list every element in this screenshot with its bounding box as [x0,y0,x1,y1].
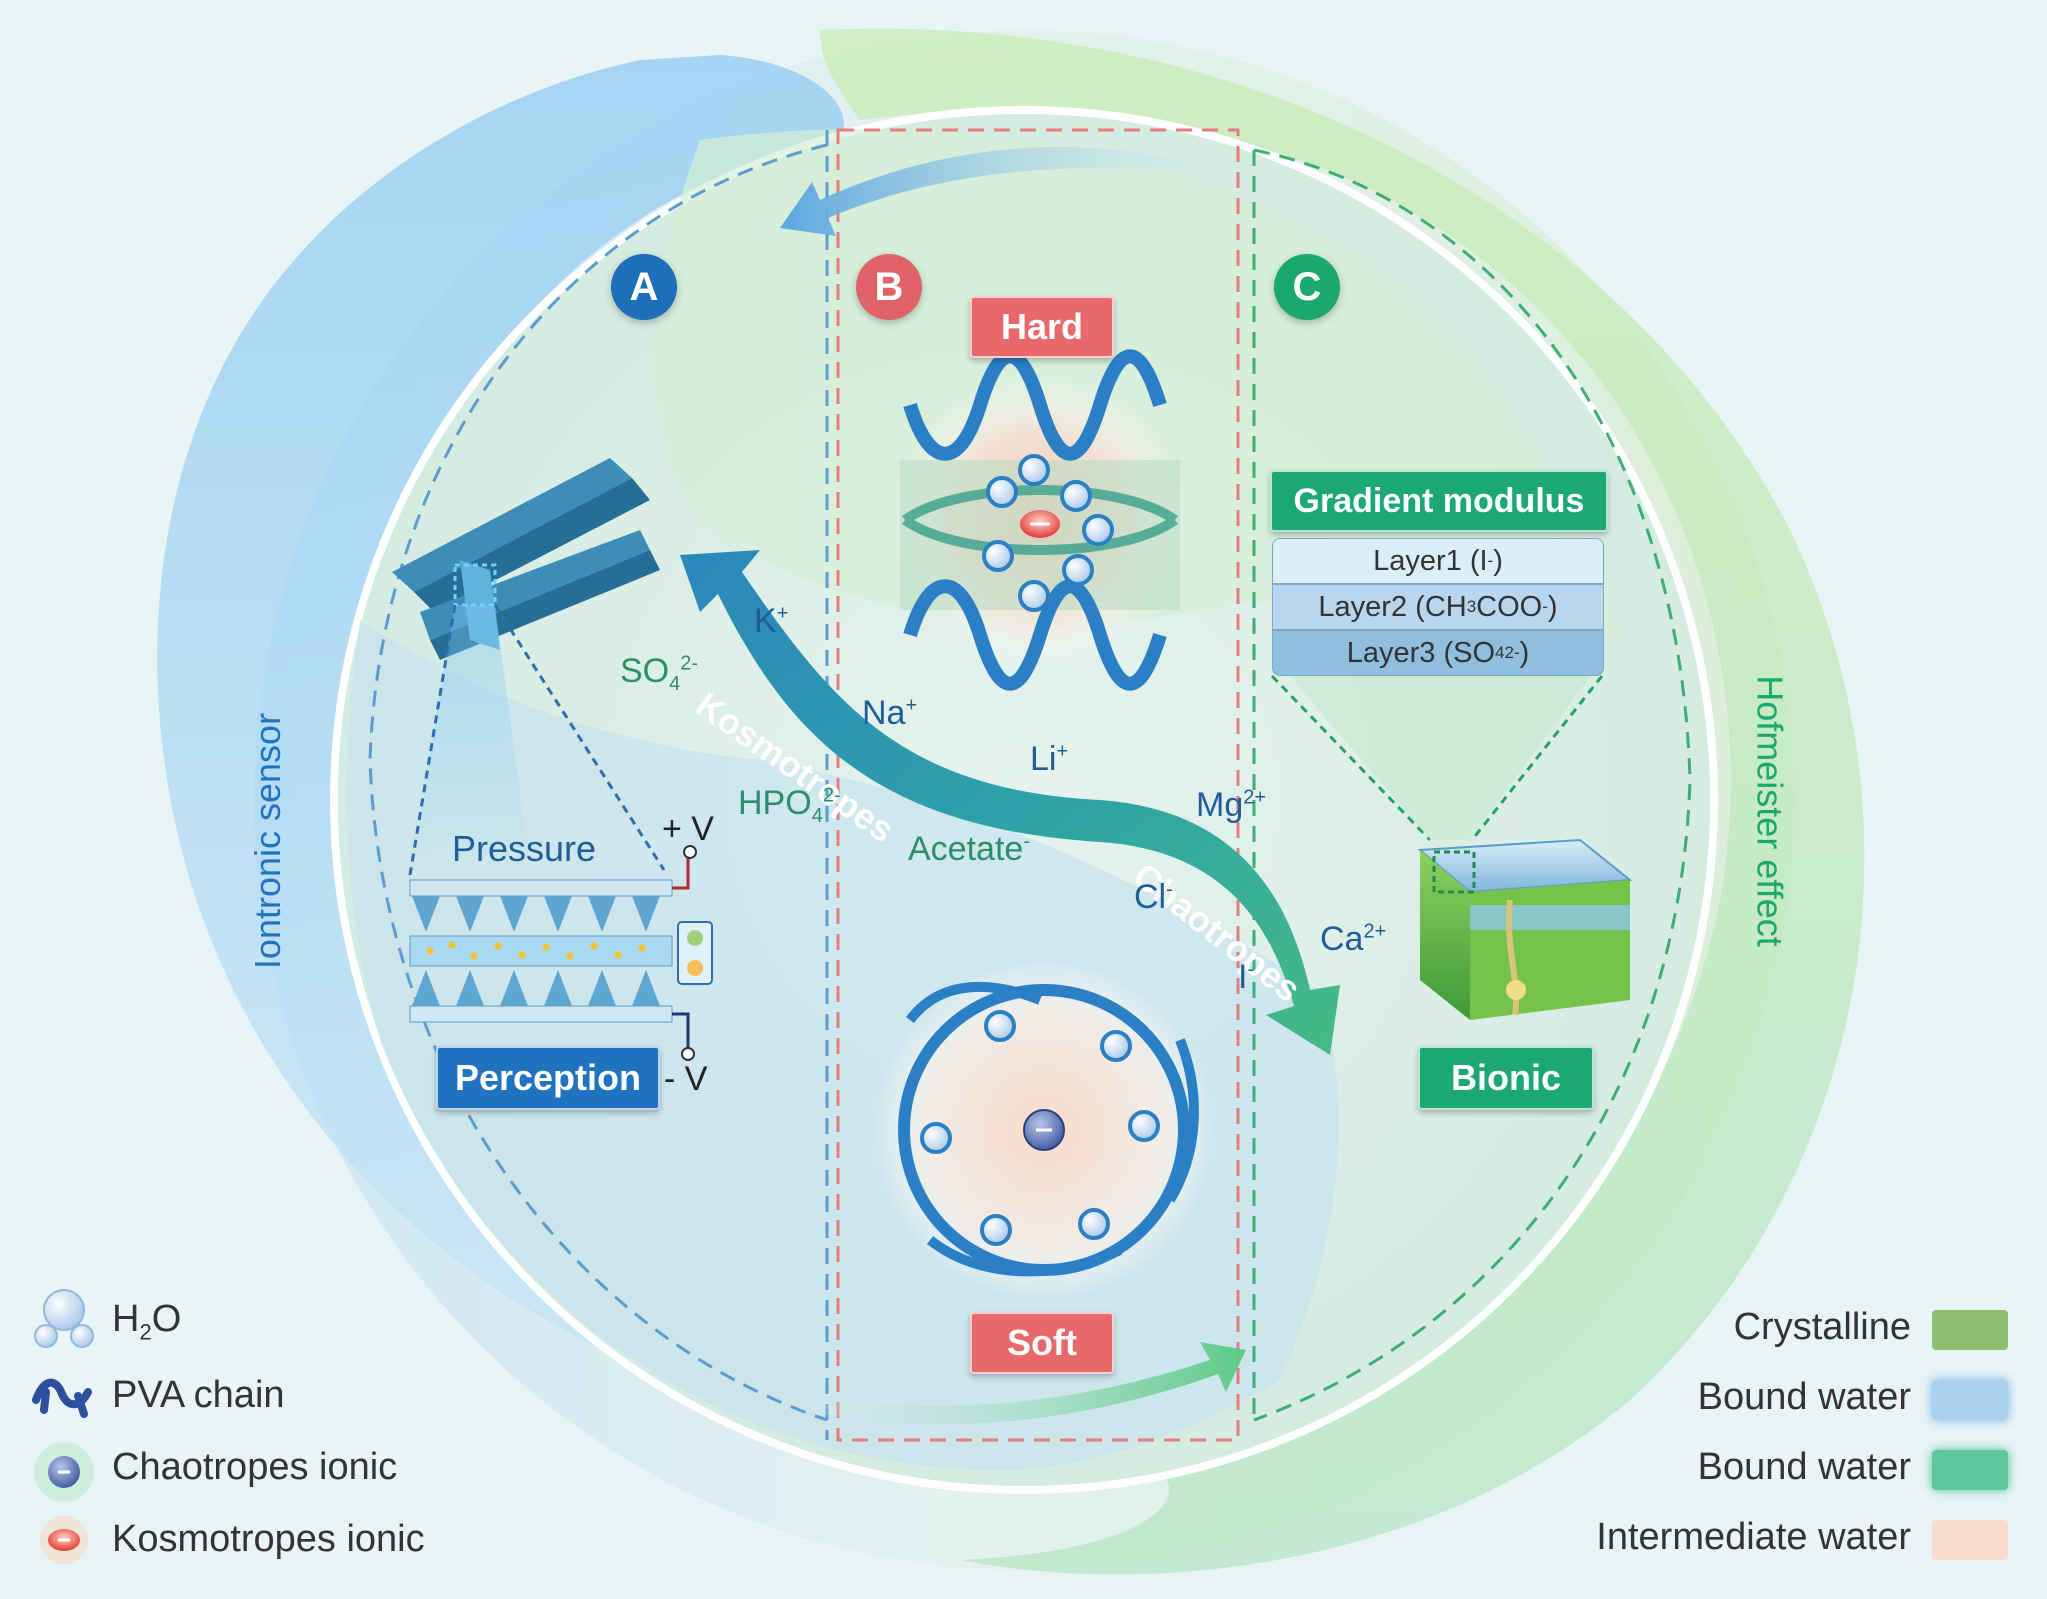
hofmeister-arrow [680,550,1340,1055]
column-c-arc [1253,148,1692,1422]
legend-h2o-pre: H [112,1298,140,1340]
ion-so4-sub: 4 [669,672,681,695]
sensor-cross-section [409,845,713,1061]
legend-chaotropes-ionic: Chaotropes ionic [112,1446,398,1488]
layer-2-ion-sub: 3 [1466,597,1477,616]
minus-v-label: - V [664,1060,708,1098]
white-ring [330,106,1718,1494]
ion-na-sup: + [905,694,918,717]
ion-so4-sup: 2- [680,652,699,675]
ion-acetate-base: Acetate [908,830,1024,868]
layer-1-ion: I [1479,544,1488,577]
legend-bound-water-blue: Bound water [1697,1376,1911,1418]
hard-tag: Hard [970,296,1114,358]
legend-crystalline-swatch [1932,1310,2008,1350]
layer-1-name: Layer1 [1373,544,1462,577]
legend-pva-chain: PVA chain [112,1374,285,1416]
ion-ca-base: Ca [1320,920,1364,958]
legend-kosmotropes-ionic: Kosmotropes ionic [112,1518,425,1560]
ion-hpo4-sub: 4 [811,804,823,827]
legend-bound-water-green-swatch [1932,1450,2008,1490]
hofmeister-effect-label: Hofmeister effect [1749,675,1791,947]
legend-h2o: H2O [112,1298,181,1346]
ion-ca: Ca2+ [1320,920,1386,959]
ion-mg-sup: 2+ [1243,786,1267,809]
ion-k-sup: + [776,602,789,625]
bound-water-band [157,55,844,1390]
legend-intermediate-water: Intermediate water [1596,1516,1911,1558]
legend-h2o-sub: 2 [139,1319,152,1345]
plus-v-label: + V [662,810,714,848]
ion-k-base: K [754,602,777,640]
ion-li-sup: + [1056,740,1069,763]
kosmotrope-ion-icon [40,1516,88,1564]
ion-ca-sup: 2+ [1363,920,1387,943]
layer-2-name: Layer2 [1318,590,1408,623]
ion-li-base: Li [1030,740,1057,778]
ion-hpo4: HPO42- [738,784,841,828]
h2o-icon [34,1289,94,1348]
ion-i: I- [1238,958,1254,997]
ion-hpo4-sup: 2- [822,784,841,807]
ion-mg-base: Mg [1196,786,1244,824]
layer-2-ion-post: COO [1476,590,1543,623]
chaotrope-ion-icon [34,1442,94,1502]
layer-1: Layer1 (I-) [1272,538,1604,584]
soft-network-icon [874,960,1214,1300]
bottom-arrow [800,1342,1246,1425]
ion-k: K+ [754,602,788,641]
hard-network-icon [890,349,1190,691]
ion-na: Na+ [862,694,917,733]
ion-i-sup: - [1247,958,1255,981]
bionic-tag: Bionic [1418,1046,1594,1110]
layer-2-charge: - [1542,597,1548,616]
legend-bound-water-blue-swatch [1932,1380,2008,1420]
zoom-line-right [493,604,666,871]
section-b-badge: B [856,254,922,320]
layer-1-charge: - [1487,551,1494,570]
ion-na-base: Na [862,694,906,732]
layer-3-ion-sub: 4 [1495,643,1505,662]
ion-li: Li+ [1030,740,1068,779]
ion-cl-sup: - [1166,878,1173,901]
skin-block-icon [1270,674,1633,1020]
ion-mg: Mg2+ [1196,786,1266,825]
ion-so4: SO42- [620,652,698,696]
ion-cl-base: Cl [1134,878,1167,916]
soft-tag: Soft [970,1312,1114,1374]
ion-so4-base: SO [620,652,670,690]
section-c-badge: C [1274,254,1340,320]
gradient-modulus-tag: Gradient modulus [1270,470,1608,532]
layer-3-ion-pre: SO [1453,636,1496,669]
column-a-arc [368,143,828,1422]
perception-tag: Perception [436,1046,660,1110]
legend-intermediate-water-swatch [1932,1520,2008,1560]
column-b-frame [836,128,1240,1442]
ion-acetate-sup: - [1023,830,1030,853]
ion-hpo4-base: HPO [738,784,812,822]
pressure-label: Pressure [452,828,597,869]
layer-3-charge: 2- [1504,643,1520,662]
layer-2-ion-pre: CH [1424,590,1467,623]
layer-3-name: Layer3 [1346,636,1436,669]
ion-acetate: Acetate- [908,830,1030,869]
ion-cl: Cl- [1134,878,1173,917]
legend-h2o-post: O [151,1298,182,1340]
iontronic-sensor-label: Iontronic sensor [247,712,289,970]
top-arrow [780,147,1230,236]
legend-bound-water-green: Bound water [1697,1446,1911,1488]
crystalline-band [820,28,1865,1575]
ion-i-base: I [1238,958,1248,996]
zoom-line-left [408,604,457,876]
legend-crystalline: Crystalline [1733,1306,1911,1348]
pva-chain-icon [32,1378,92,1418]
sensor-zoom-beam [410,605,530,870]
section-a-badge: A [611,254,677,320]
